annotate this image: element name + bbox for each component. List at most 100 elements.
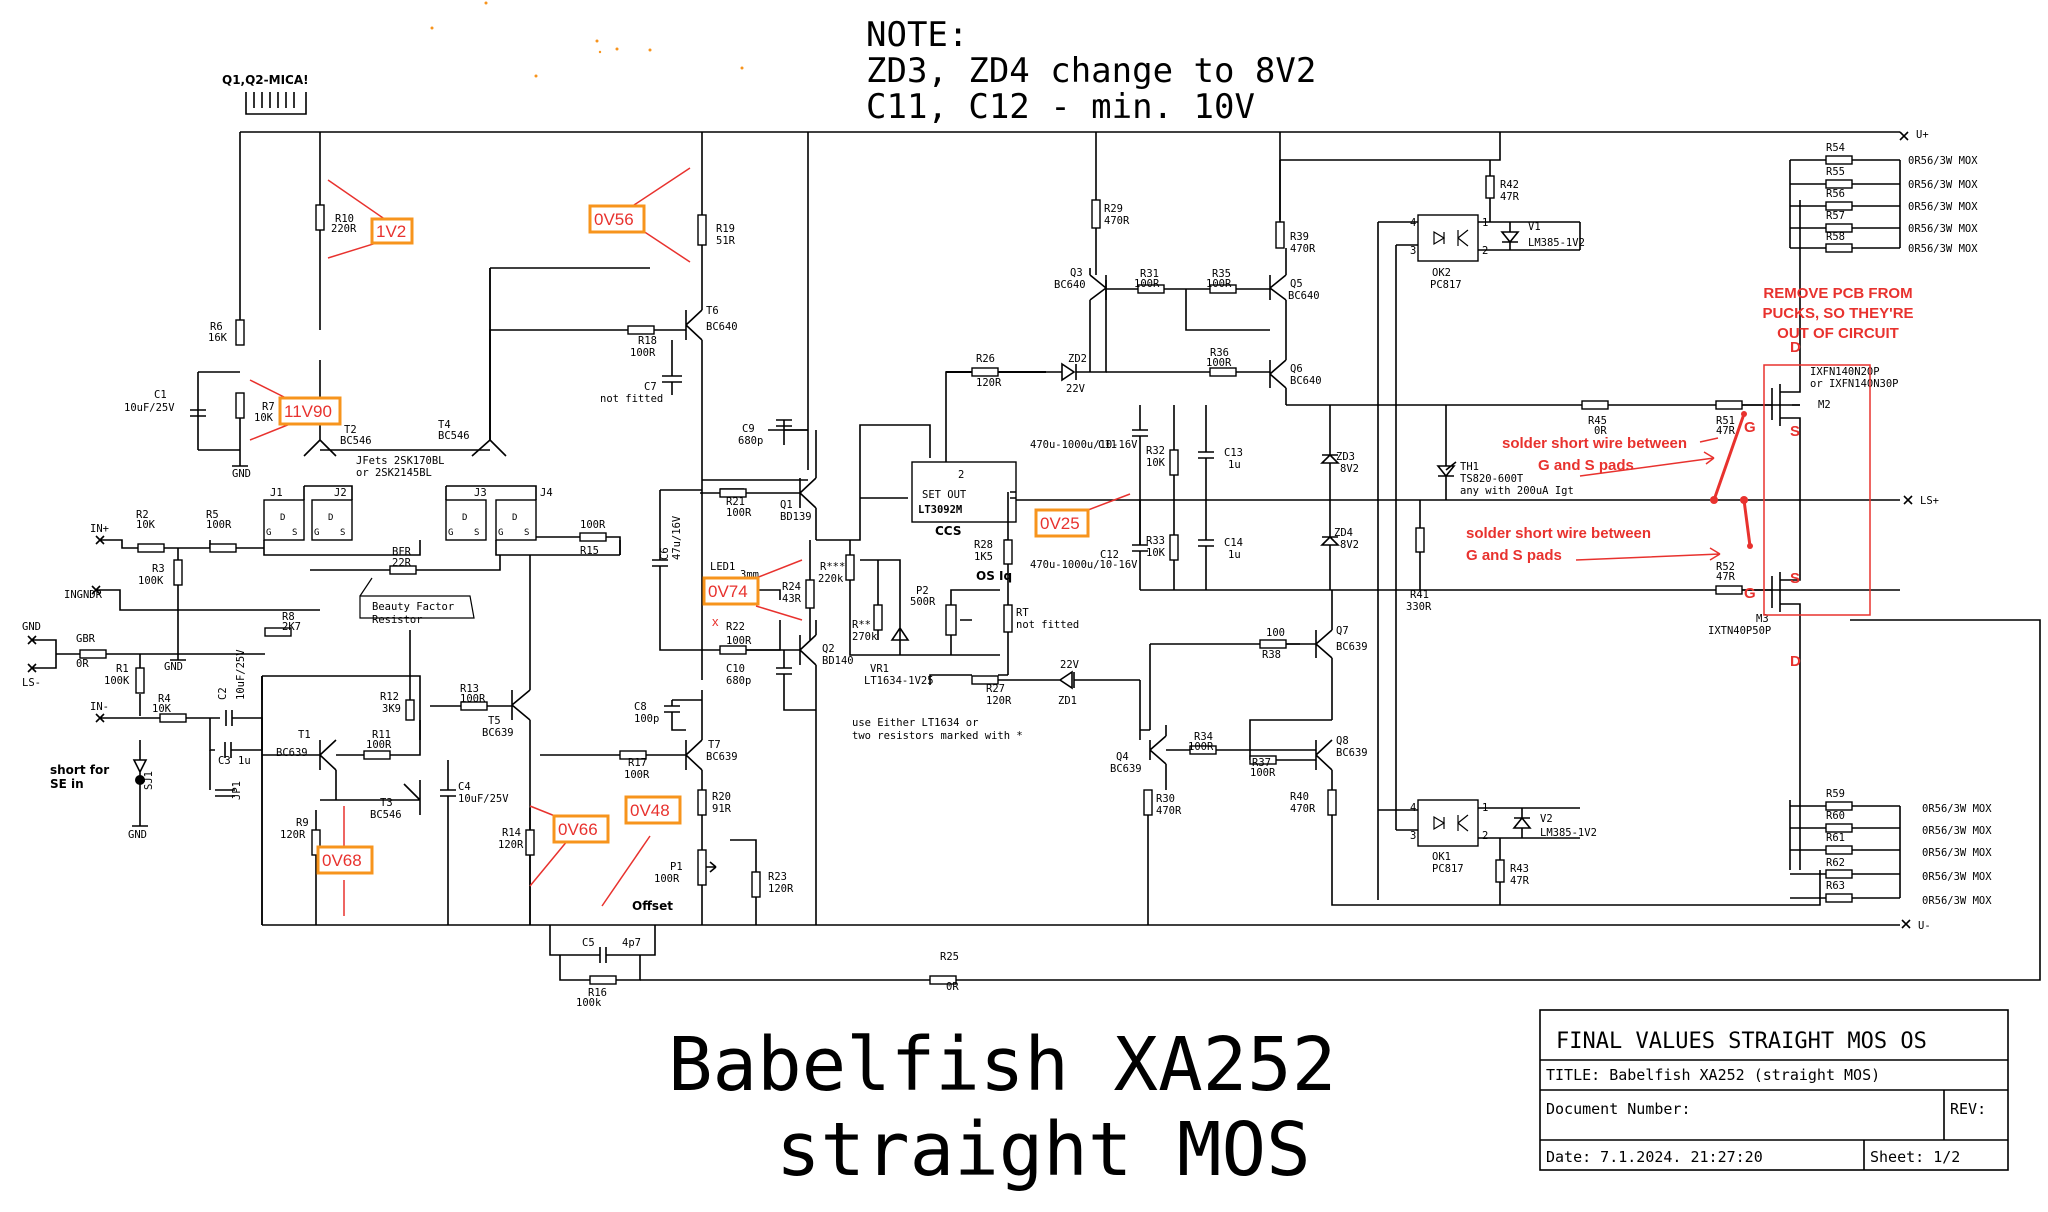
voltage-r9: 0V68 [316,845,374,875]
label-voltages-r9: 0V68 [322,851,362,870]
label-parts-sj1: SJ1 [143,771,155,790]
voltage-r19: 0V56 [588,204,646,234]
voltage-annotations: 1V2 0V56 11V90 0V74 x 0V25 0V68 0V66 0V4… [249,167,1131,916]
label-labels-beauty2: Resistor [372,614,423,626]
title-block: FINAL VALUES STRAIGHT MOS OS TITLE: Babe… [1539,1009,2009,1171]
svg-text:4: 4 [1410,217,1416,229]
label-emitter_resistors-top-3-0: R57 [1826,210,1845,222]
label-parts-c12-1: 470u-1000u/10-16V [1030,559,1138,571]
label-parts-r19-0: R19 [716,223,735,235]
label-emitter_resistors-bottom-1-0: R60 [1826,810,1845,822]
label-parts-r51-1: 47R [1716,425,1736,437]
label-parts-q7-0: Q7 [1336,625,1349,637]
svg-text:D: D [280,513,285,523]
label-parts-p2-1: 500R [910,596,936,608]
label-emitter_resistors-bottom-4-0: R63 [1826,880,1845,892]
label-parts-r43-0: R43 [1510,863,1529,875]
label-parts-r10-0: R10 [335,213,354,225]
label-emitter_resistors-bottom-0-0: R59 [1826,788,1845,800]
label-parts-r37-1: 100R [1250,767,1276,779]
label-parts-r10-1: 220R [331,223,357,235]
svg-text:S: S [292,528,297,538]
label-parts-t3-0: T3 [380,797,393,809]
label-inputs-gnd_label: GND [128,829,147,841]
label-parts-r25-0: R25 [940,951,959,963]
svg-text:D: D [328,513,333,523]
label-parts-m2-0: M2 [1818,399,1831,411]
orange-speckles [430,1,744,78]
vplus-label: U+ [1916,129,1929,141]
label-voltages-r19: 0V56 [594,210,634,229]
label-parts-q2-1: BD140 [822,655,854,667]
supply-rails: U+ U- LS+ [240,129,1939,932]
label-parts-r2-1: 10K [136,519,156,531]
label-annotations-D: D [1790,339,1801,356]
label-parts-ok2-0: OK2 [1432,267,1451,279]
label-inputs-gnd_label: GND [232,468,251,480]
label-parts-r24-0: R24 [782,581,801,593]
label-parts-c5-1: 4p7 [622,937,641,949]
label-parts-v2-0: V2 [1540,813,1553,825]
label-annotations-remove1: REMOVE PCB FROM [1763,285,1912,302]
label-parts-r33-0: R33 [1146,535,1165,547]
label-parts-r1-1: 100K [104,675,130,687]
label-parts-c9-0: C9 [742,423,755,435]
label-parts-r6-0: R6 [210,321,223,333]
label-labels-os_iq: OS Iq [976,569,1012,583]
label-parts-r15-0: R15 [580,545,599,557]
label-parts-vr1-0: VR1 [870,663,889,675]
label-parts-c11-1: 470u-1000u/10-16V [1030,439,1138,451]
label-parts-m2-1: IXFN140N20P [1810,366,1880,378]
label-parts-q8-0: Q8 [1336,735,1349,747]
label-parts-c14-0: C14 [1224,537,1243,549]
label-inputs-gnd: GND [22,621,41,633]
label-parts-zd4-0: ZD4 [1334,527,1353,539]
label-parts-led1-0: LED1 [710,561,735,573]
label-parts-gbr-1: 0R [76,658,89,670]
label-parts-zd3-1: 8V2 [1340,463,1359,475]
label-parts-rstar-0: R*** [820,561,845,573]
label-parts-t7-1: BC639 [706,751,738,763]
label-parts-r27-1: 120R [986,695,1012,707]
svg-text:3: 3 [1410,245,1416,257]
label-parts-r36-1: 100R [1206,357,1232,369]
label-parts-r17-1: 100R [624,769,650,781]
svg-text:D: D [462,513,467,523]
label-parts-r52-1: 47R [1716,571,1736,583]
label-voltages-r10: 1V2 [376,222,406,241]
label-emitter_resistors-top-1-0: R55 [1826,166,1845,178]
label-parts-r30-0: R30 [1156,793,1175,805]
label-parts-r43-1: 47R [1510,875,1530,887]
label-parts-r9-0: R9 [296,817,309,829]
ls-plus-label: LS+ [1920,495,1939,507]
label-parts-q5-0: Q5 [1290,278,1303,290]
label-emitter_resistors-top-2-0: R56 [1826,188,1845,200]
label-annotations-G: G [1744,419,1756,436]
label-parts-t4-1: BC546 [438,430,470,442]
label-parts-r33-1: 10K [1146,547,1166,559]
svg-text:G: G [448,528,453,538]
label-emitter_resistors-top-2-1: 0R56/3W MOX [1908,201,1978,213]
label-emitter_resistors-top-3-1: 0R56/3W MOX [1908,223,1978,235]
label-parts-r25-1: 0R [946,981,959,993]
label-parts-r5-0: R5 [206,509,219,521]
label-parts-c8-1: 100p [634,713,659,725]
label-parts-ok1-0: OK1 [1432,851,1451,863]
label-parts-r29-0: R29 [1104,203,1123,215]
label-parts-m2-2: or IXFN140N30P [1810,378,1899,390]
label-parts-zd3-0: ZD3 [1336,451,1355,463]
voltage-r20: 0V48 [624,795,682,825]
label-parts-zd1-0: ZD1 [1058,695,1077,707]
label-parts-v2-1: LM385-1V2 [1540,827,1597,839]
svg-text:G: G [266,528,271,538]
label-parts-t7-0: T7 [708,739,721,751]
tb-sheet: Sheet: 1/2 [1870,1148,1960,1166]
label-parts-r4-1: 10K [152,703,172,715]
label-parts-bfr-1: 22R [392,557,412,569]
title-line-1: Babelfish XA252 [668,1022,1336,1108]
svg-text:G: G [314,528,319,538]
